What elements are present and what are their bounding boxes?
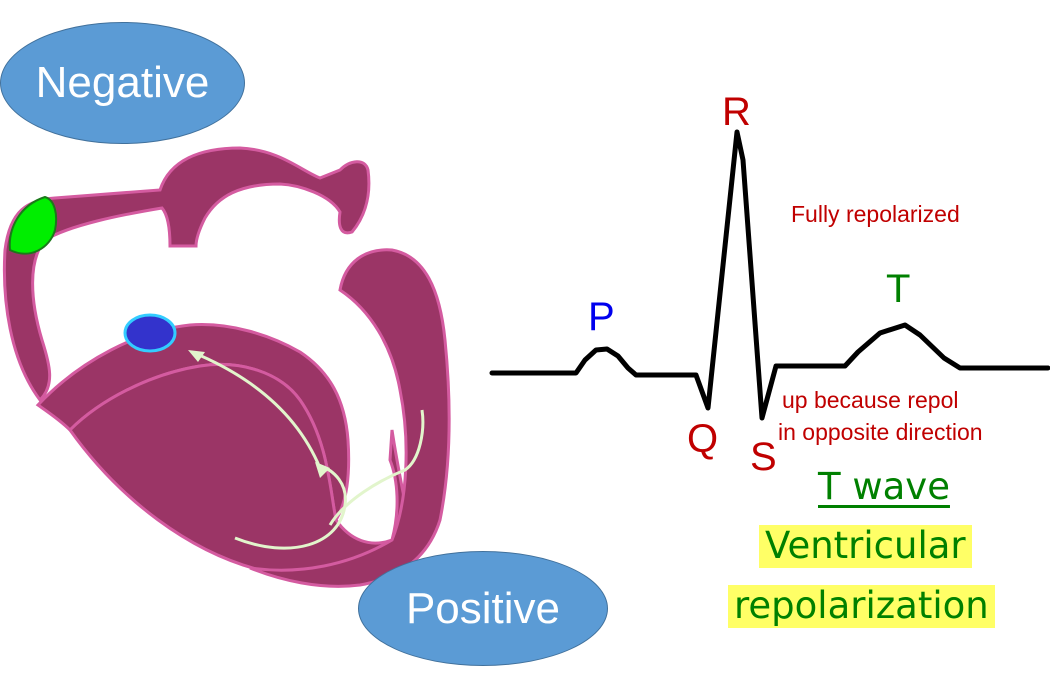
ecg-trace	[489, 129, 1050, 421]
heart-outer-wall	[2, 146, 371, 403]
negative-electrode: Negative	[0, 22, 245, 144]
negative-label: Negative	[35, 58, 210, 107]
note-up-line2: in opposite direction	[778, 419, 983, 445]
wave-label-q: Q	[687, 417, 719, 461]
av-node	[123, 313, 177, 353]
positive-electrode: Positive	[358, 551, 608, 666]
sa-node	[8, 195, 58, 255]
wave-label-p: P	[588, 295, 615, 339]
positive-label: Positive	[405, 583, 561, 633]
wave-label-r: R	[722, 90, 751, 134]
heart-right-ventricle	[249, 248, 451, 588]
wave-label-t: T	[886, 267, 911, 311]
note-fully-repolarized: Fully repolarized	[791, 201, 960, 227]
wave-label-s: S	[750, 435, 777, 479]
caption-title: T wave	[818, 465, 950, 508]
caption-line2: repolarization	[728, 585, 995, 628]
note-up-line1: up because repol	[782, 387, 959, 413]
heart	[2, 146, 451, 588]
arrowheads	[188, 350, 330, 478]
caption-line1: Ventricular	[759, 525, 972, 568]
conduction-arrows	[191, 350, 425, 550]
heart-septum-apex	[68, 363, 412, 576]
